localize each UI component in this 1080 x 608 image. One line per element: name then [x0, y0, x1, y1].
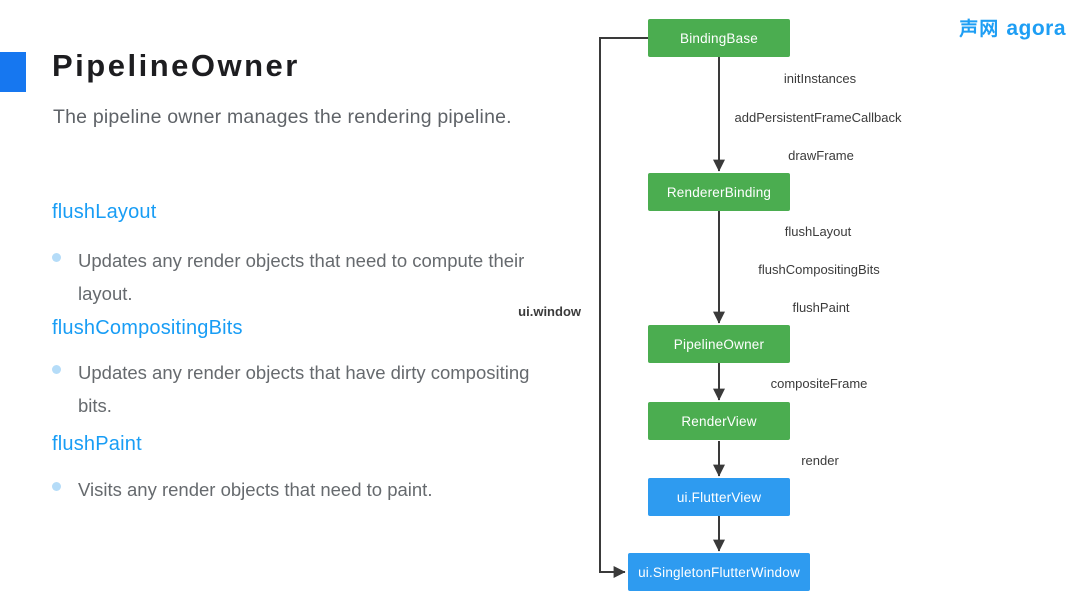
node-bindingbase: BindingBase — [648, 19, 790, 57]
bullet-item: Visits any render objects that need to p… — [52, 473, 542, 506]
edge-label-compositeframe: compositeFrame — [770, 376, 868, 391]
agora-logo-chinese: 声网 — [959, 19, 1000, 40]
edge-label-initinstances: initInstances — [783, 71, 857, 86]
label-ui-window: ui.window — [518, 304, 581, 319]
bullet-dot-icon — [52, 482, 61, 491]
bullet-item: Updates any render objects that have dir… — [52, 356, 542, 422]
section-heading-flushpaint: flushPaint — [52, 433, 142, 455]
bullet-dot-icon — [52, 253, 61, 262]
node-renderview: RenderView — [648, 402, 790, 440]
edge-label-addpersistentframecallback: addPersistentFrameCallback — [734, 110, 902, 125]
section-heading-flushcompositingbits: flushCompositingBits — [52, 317, 243, 339]
node-rendererbinding: RendererBinding — [648, 173, 790, 211]
edge-label-flushlayout: flushLayout — [784, 224, 852, 239]
bullet-text: Updates any render objects that need to … — [78, 250, 525, 304]
agora-logo: 声网 agora — [959, 14, 1066, 41]
bullet-text: Updates any render objects that have dir… — [78, 362, 530, 416]
bullet-text: Visits any render objects that need to p… — [78, 479, 433, 500]
edge-label-flushcompositingbits: flushCompositingBits — [758, 262, 880, 277]
node-ui-singletonflutterwindow: ui.SingletonFlutterWindow — [628, 553, 810, 591]
section-heading-flushlayout: flushLayout — [52, 201, 157, 223]
title-accent-bar — [0, 52, 26, 92]
page-title: PipelineOwner — [52, 48, 300, 83]
edge-label-flushpaint: flushPaint — [792, 300, 850, 315]
node-pipelineowner: PipelineOwner — [648, 325, 790, 363]
arrow-uiwindow-path — [599, 37, 648, 578]
bullet-dot-icon — [52, 365, 61, 374]
node-ui-flutterview: ui.FlutterView — [648, 478, 790, 516]
edge-label-render: render — [801, 453, 839, 468]
agora-logo-wordmark: agora — [1006, 17, 1066, 40]
edge-label-drawframe: drawFrame — [788, 148, 854, 163]
page-subtitle: The pipeline owner manages the rendering… — [53, 106, 512, 128]
bullet-item: Updates any render objects that need to … — [52, 244, 542, 310]
